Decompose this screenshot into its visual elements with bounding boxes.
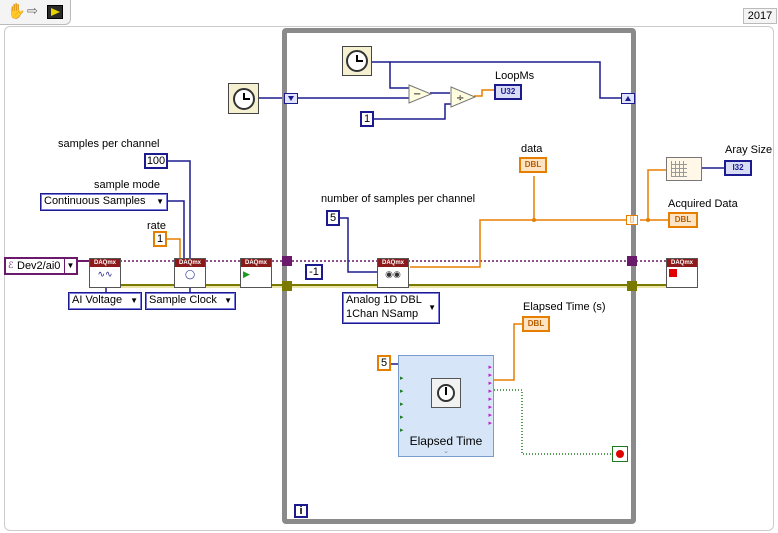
ai-type-combo[interactable]: AI Voltage ▼ — [68, 292, 142, 310]
elapsed-vi-title: Elapsed Time — [409, 434, 483, 448]
daqmx-header: DAQmx — [667, 259, 697, 267]
elapsed-indicator[interactable]: DBL — [522, 316, 550, 332]
daqmx-clear-node[interactable]: DAQmx — [666, 258, 698, 288]
clock-icon — [346, 50, 368, 72]
iteration-terminal: i — [294, 504, 308, 518]
daqmx-header: DAQmx — [90, 259, 120, 267]
run-icon[interactable] — [47, 5, 63, 19]
stopwatch-icon — [431, 378, 461, 408]
sample-mode-combo[interactable]: Continuous Samples ▼ — [40, 193, 168, 211]
tick-count-outer[interactable] — [228, 83, 259, 114]
shift-register-right[interactable] — [621, 93, 635, 104]
shift-register-left[interactable] — [284, 93, 298, 104]
vi-inputs: ▸▸▸▸▸ — [400, 375, 404, 434]
chevron-down-icon[interactable]: ⌄ — [443, 448, 449, 455]
timing-type-value: Sample Clock — [149, 294, 217, 306]
stop-icon — [616, 450, 624, 458]
array-size-in-wire — [647, 169, 666, 220]
daqmx-start-node[interactable]: DAQmx ▶ — [240, 258, 272, 288]
svg-text:÷: ÷ — [456, 93, 464, 104]
num-samples-wire — [340, 217, 378, 273]
daqmx-header: DAQmx — [378, 259, 408, 267]
tick-count-inner[interactable] — [342, 46, 372, 76]
read-mode-line2: 1Chan NSamp — [346, 308, 419, 320]
svg-text:−: − — [413, 89, 421, 100]
error-tunnel-right[interactable] — [627, 281, 637, 291]
sample-mode-label: sample mode — [94, 179, 161, 191]
task-tunnel-right[interactable] — [627, 256, 637, 266]
loopms-wire — [474, 89, 494, 97]
clock-icon: ◯ — [184, 269, 196, 279]
chevron-down-icon[interactable]: ▼ — [64, 259, 76, 273]
error-tunnel-left[interactable] — [282, 281, 292, 291]
rate-wire — [166, 238, 181, 260]
daqmx-header: DAQmx — [175, 259, 205, 267]
chevron-down-icon[interactable]: ▼ — [156, 197, 164, 206]
num-samples-constant[interactable]: 5 — [326, 210, 340, 226]
loopms-indicator[interactable]: U32 — [494, 84, 522, 100]
read-mode-combo[interactable]: Analog 1D DBL 1Chan NSamp ▼ — [342, 292, 440, 324]
daqmx-header: DAQmx — [241, 259, 271, 267]
chevron-down-icon[interactable]: ▼ — [428, 303, 436, 312]
stop-square-icon — [669, 269, 695, 285]
diagram-border — [4, 26, 774, 531]
arrow-right-icon[interactable]: ⇨ — [27, 3, 38, 18]
num-samples-label: number of samples per channel — [321, 193, 476, 205]
daqmx-timing-node[interactable]: DAQmx ◯ — [174, 258, 206, 288]
divide-node[interactable]: ÷ — [450, 86, 477, 108]
elapsed-time-vi[interactable]: Elapsed Time ⌄ ▸▸▸▸▸ ▸▸▸▸▸▸▸▸ — [398, 355, 494, 457]
timeout-constant[interactable]: -1 — [305, 264, 323, 280]
clock-icon — [232, 87, 255, 110]
acquired-data-indicator[interactable]: DBL — [668, 212, 698, 228]
stop-terminal[interactable] — [612, 446, 628, 462]
daqmx-read-node[interactable]: DAQmx ◉◉ — [377, 258, 409, 288]
version-badge: 2017 — [743, 8, 777, 24]
samples-wire — [166, 160, 191, 260]
while-loop-frame[interactable] — [282, 28, 636, 524]
device-constant[interactable]: ℰ Dev2/ai0 ▼ — [4, 257, 78, 275]
elapsed-label: Elapsed Time (s) — [523, 301, 606, 313]
device-name: Dev2/ai0 — [17, 260, 61, 272]
array-grid-icon — [671, 161, 687, 177]
hand-icon[interactable]: ✋ — [7, 3, 26, 20]
loopms-label: LoopMs — [495, 70, 535, 82]
data-label: data — [521, 143, 543, 155]
vi-outputs: ▸▸▸▸▸▸▸▸ — [488, 364, 492, 427]
mode-wire — [168, 200, 185, 260]
divisor-wire — [374, 103, 452, 120]
play-icon: ▶ — [243, 269, 250, 279]
array-size-label: Aray Size — [725, 144, 773, 156]
chevron-down-icon[interactable]: ▼ — [224, 296, 232, 305]
read-glasses-icon: ◉◉ — [385, 269, 401, 279]
subtract-node[interactable]: − — [408, 84, 433, 104]
read-output-wire — [410, 219, 534, 268]
chevron-down-icon[interactable]: ▼ — [130, 296, 138, 305]
acquired-data-label: Acquired Data — [668, 198, 738, 210]
data-indicator[interactable]: DBL — [519, 157, 547, 173]
sample-mode-value: Continuous Samples — [44, 195, 146, 207]
elapsed-wire — [494, 323, 524, 381]
array-size-node[interactable] — [666, 157, 702, 181]
timing-type-combo[interactable]: Sample Clock ▼ — [145, 292, 236, 310]
read-mode-line1: Analog 1D DBL — [346, 294, 422, 306]
tick-wire — [390, 61, 622, 99]
rate-label: rate — [147, 220, 166, 232]
elapsed-input-constant[interactable]: 5 — [377, 355, 391, 371]
data-indexing-tunnel[interactable]: [] — [626, 215, 638, 225]
ai-type-value: AI Voltage — [72, 294, 123, 306]
samples-per-channel-constant[interactable]: 100 — [144, 153, 168, 169]
divisor-constant[interactable]: 1 — [360, 111, 374, 127]
time-elapsed-wire — [494, 389, 612, 455]
task-tunnel-left[interactable] — [282, 256, 292, 266]
create-channel-icon: ∿∿ — [97, 269, 113, 279]
samples-per-channel-label: samples per channel — [58, 138, 160, 150]
rate-constant[interactable]: 1 — [153, 231, 167, 247]
tick-wire — [372, 61, 410, 89]
array-size-indicator[interactable]: I32 — [724, 160, 752, 176]
daqmx-create-channel-node[interactable]: DAQmx ∿∿ — [89, 258, 121, 288]
